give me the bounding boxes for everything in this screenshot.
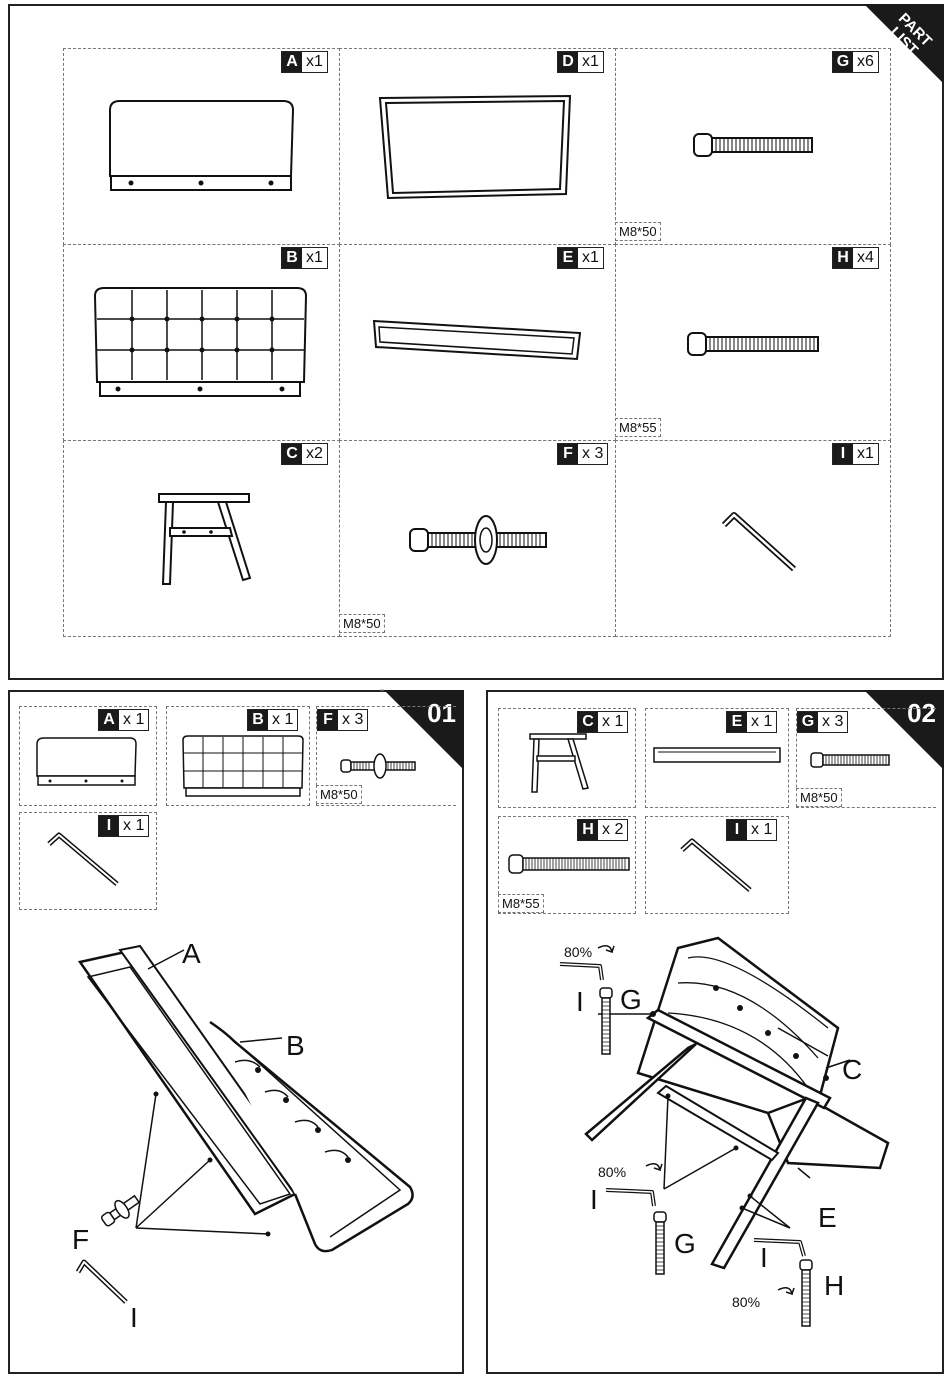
step2-spec-g: M8*50 — [796, 788, 842, 807]
step2-part-i-thumb — [678, 838, 768, 898]
step1-assembly-drawing — [50, 932, 410, 1352]
part-e-drawing — [372, 319, 592, 369]
step2-torque-3: 80% — [732, 1294, 760, 1310]
step2-part-c-thumb — [528, 732, 608, 812]
step2-assembly-drawing — [528, 928, 928, 1358]
part-c-drawing — [156, 492, 266, 592]
step1-spec-f: M8*50 — [316, 785, 362, 804]
step2-spec-h: M8*55 — [498, 894, 544, 913]
step1-part-a-thumb — [34, 736, 144, 796]
part-spec-f: M8*50 — [339, 614, 385, 633]
step2-callout-e: E — [818, 1204, 837, 1232]
step1-part-b-thumb — [180, 734, 310, 804]
step2-callout-i2: I — [590, 1186, 598, 1214]
step1-callout-f: F — [72, 1226, 89, 1254]
part-a-drawing — [105, 98, 305, 198]
part-spec-h: M8*55 — [615, 418, 661, 437]
step2-part-e-thumb — [652, 746, 792, 776]
step2-torque-1: 80% — [564, 944, 592, 960]
step1-callout-i: I — [130, 1304, 138, 1332]
step2-torque-2: 80% — [598, 1164, 626, 1180]
step2-callout-h: H — [824, 1272, 844, 1300]
part-i-drawing — [716, 511, 806, 581]
part-spec-g: M8*50 — [615, 222, 661, 241]
part-b-drawing — [92, 286, 322, 406]
step1-part-i-thumb — [45, 832, 135, 892]
step2-callout-g1: G — [620, 986, 642, 1014]
part-h-drawing — [686, 330, 826, 360]
step2-part-g-thumb — [810, 750, 900, 774]
step2-callout-i1: I — [576, 988, 584, 1016]
part-f-drawing — [408, 509, 558, 569]
part-d-drawing — [378, 94, 578, 204]
part-g-drawing — [692, 131, 822, 161]
step2-callout-g2: G — [674, 1230, 696, 1258]
step1-callout-a: A — [182, 940, 201, 968]
step1-callout-b: B — [286, 1032, 305, 1060]
step2-callout-i3: I — [760, 1244, 768, 1272]
step2-callout-c: C — [842, 1056, 862, 1084]
step1-part-f-thumb — [340, 752, 420, 782]
step2-part-h-thumb — [508, 852, 638, 882]
